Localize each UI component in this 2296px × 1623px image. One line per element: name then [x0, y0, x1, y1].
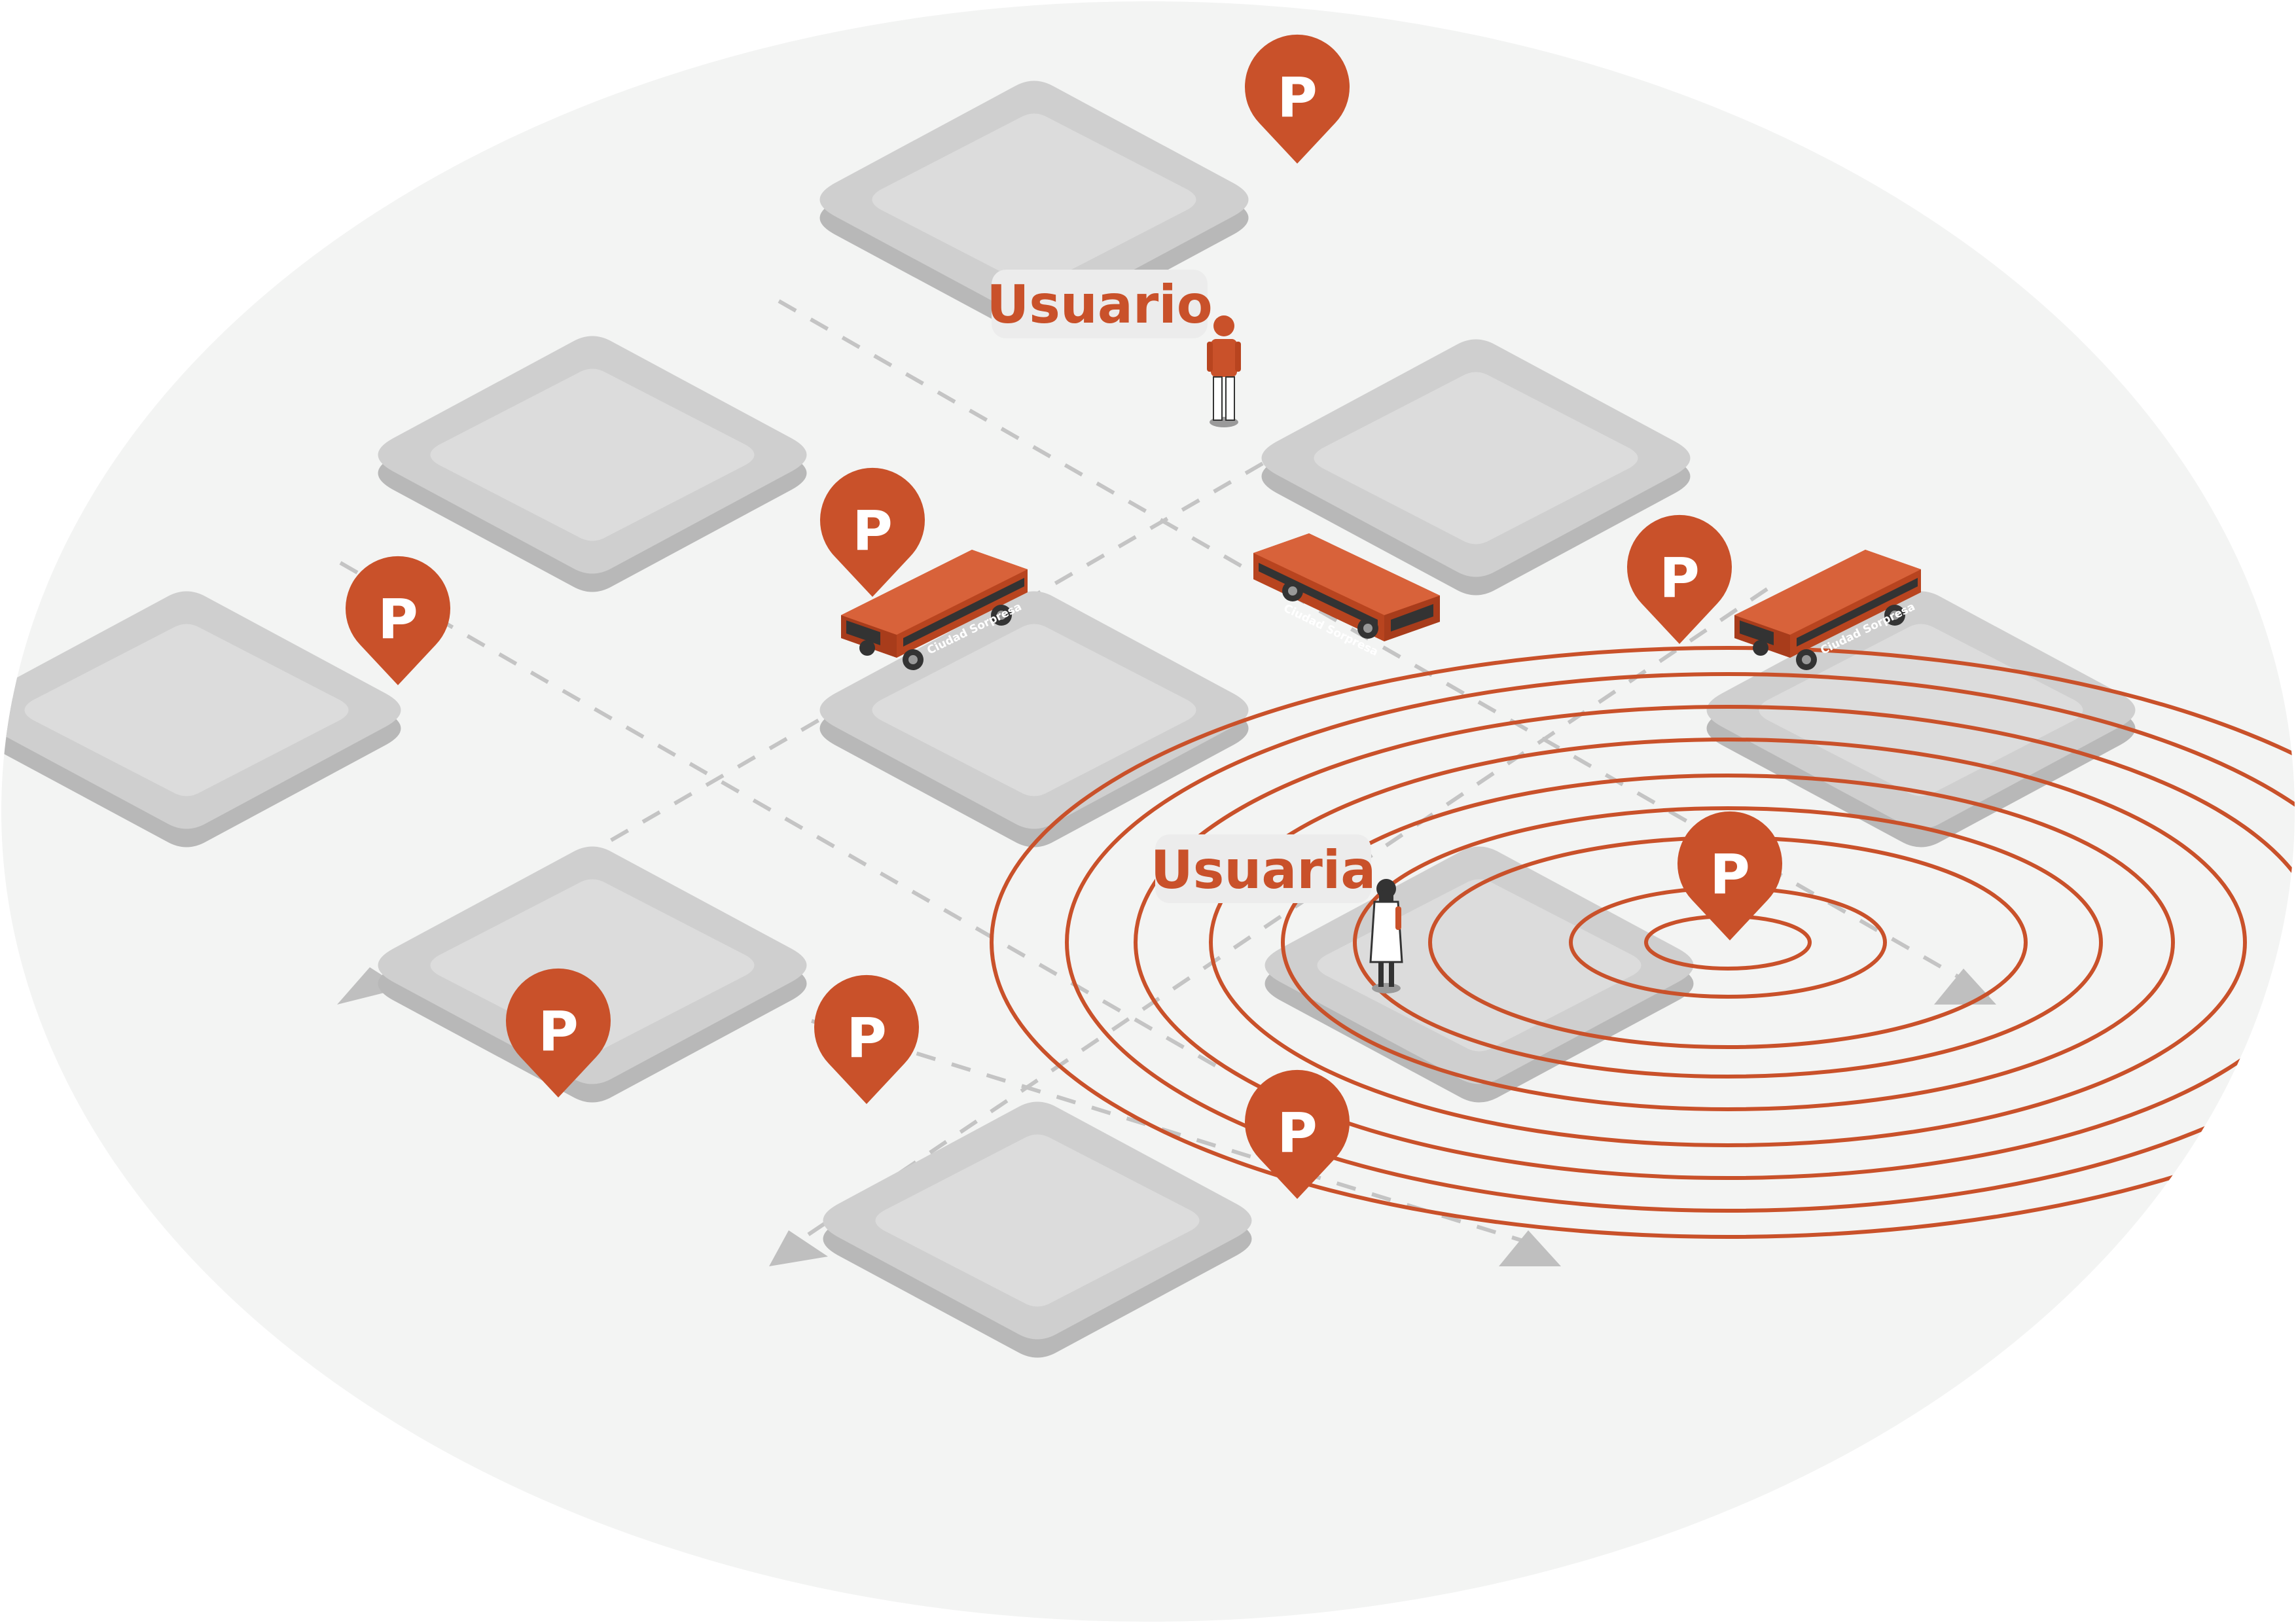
person-male-user: [1207, 315, 1241, 427]
parking-pin: P: [1245, 1069, 1350, 1199]
parking-pin: P: [506, 968, 611, 1097]
radar-rings: [990, 646, 2295, 1239]
label-usuaria: Usuaria: [1151, 834, 1376, 903]
parking-pin: P: [1245, 34, 1350, 164]
parking-pin: P: [820, 467, 925, 597]
parking-pin: P: [814, 974, 919, 1104]
person-female-user: [1369, 879, 1403, 993]
road-arrows: [337, 967, 1996, 1266]
parking-pin: P: [346, 556, 450, 685]
road-arrow-bottom-left: [769, 1230, 828, 1266]
svg-text:P: P: [1710, 842, 1750, 906]
svg-text:Usuario: Usuario: [986, 274, 1212, 335]
svg-text:P: P: [846, 1006, 887, 1070]
svg-text:Usuaria: Usuaria: [1151, 840, 1376, 901]
parking-pin: P: [1677, 811, 1782, 940]
svg-text:P: P: [1277, 1101, 1318, 1165]
svg-text:P: P: [1659, 546, 1700, 610]
svg-text:P: P: [378, 587, 418, 651]
svg-text:P: P: [538, 999, 579, 1063]
parking-pin: P: [1627, 514, 1732, 644]
svg-text:P: P: [1277, 65, 1318, 130]
label-usuario: Usuario: [986, 270, 1213, 338]
bus: Ciudad Sorpresa: [1253, 533, 1440, 659]
road-arrow-bottom-right: [1499, 1230, 1561, 1266]
svg-text:P: P: [852, 499, 893, 563]
road-arrow-left: [337, 967, 403, 1005]
